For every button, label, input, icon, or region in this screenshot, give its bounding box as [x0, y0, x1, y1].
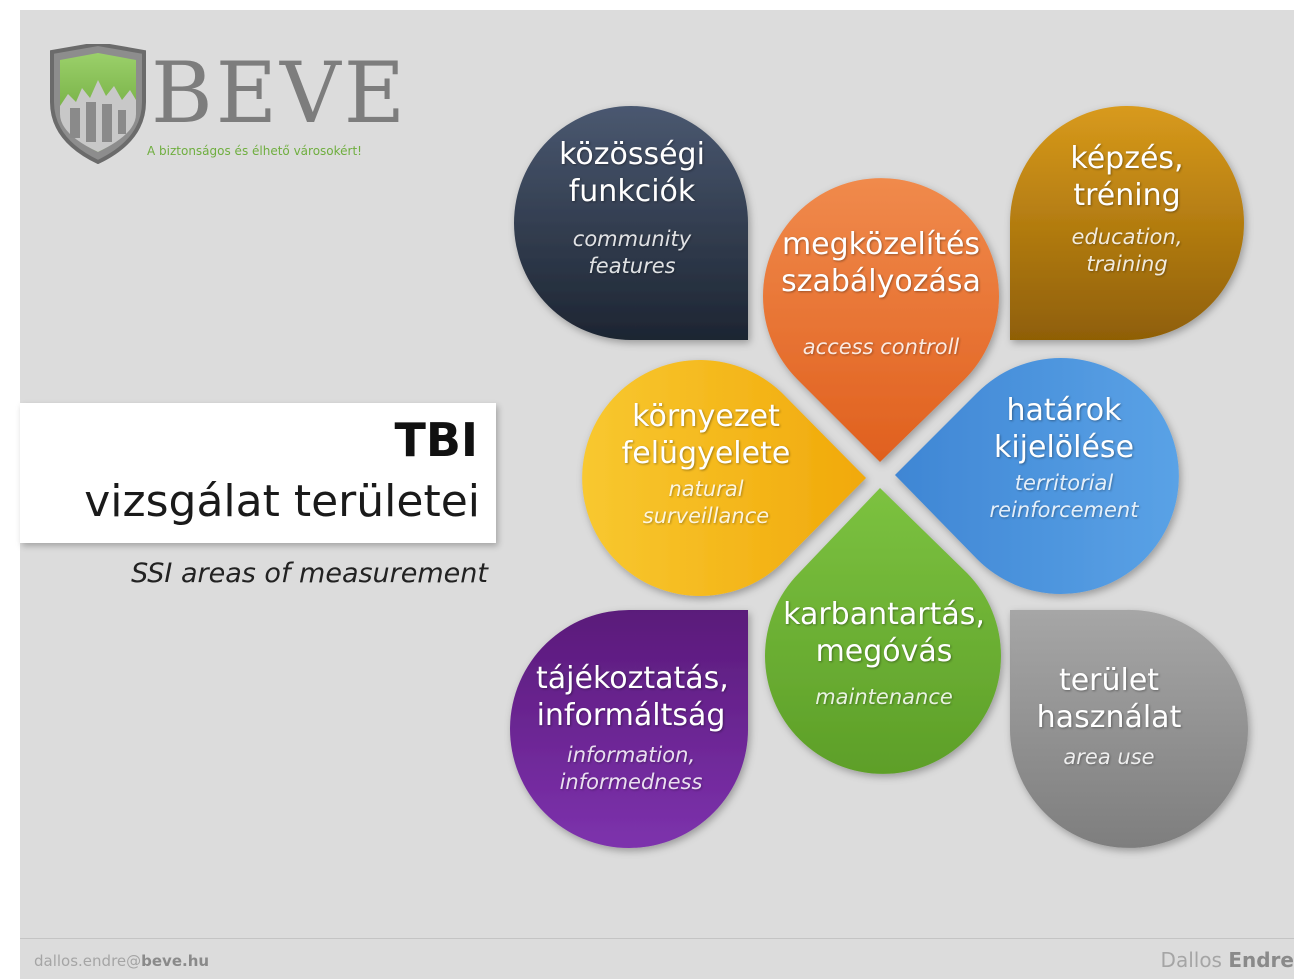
petal-hu-line: informáltság [536, 698, 726, 733]
petal-shape-surveillance [582, 360, 866, 596]
petal-shape-territorial [895, 358, 1179, 594]
petal-en-line: community [572, 227, 692, 251]
petal-hu-line: szabályozása [781, 264, 981, 299]
petal-hu-line: használat [1036, 700, 1182, 735]
petal-hu-line: tréning [1073, 178, 1181, 213]
petal-en-line: training [1086, 252, 1168, 276]
footer-email[interactable]: dallos.endre@beve.hu [34, 952, 209, 970]
footer-email-user: dallos.endre@ [34, 952, 142, 970]
petal-shape-information [510, 609, 749, 848]
petal-shape-access [763, 178, 999, 462]
shield-icon [50, 44, 146, 164]
petal-hu-line: karbantartás, [783, 597, 985, 632]
petal-hu-line: környezet [632, 399, 780, 434]
petal-hu-line: terület [1058, 663, 1160, 698]
petal-hu-line: tájékoztatás, [536, 661, 729, 696]
footer-divider [20, 938, 1294, 939]
footer-author-last: Endre [1228, 948, 1294, 972]
petal-hu-line: felügyelete [621, 436, 791, 471]
logo-tagline: A biztonságos és élhető városokért! [147, 144, 362, 158]
logo-wordmark: BEVE [151, 44, 409, 142]
title-main: TBI [394, 413, 478, 467]
petal-hu-line: kijelölése [993, 430, 1135, 465]
petal-access: megközelítés szabályozása access control… [776, 226, 986, 361]
petal-maintenance: karbantartás, megóvás maintenance [776, 596, 992, 711]
footer-author: Dallos Endre [1161, 948, 1294, 972]
petal-community: közösségi funkciók community features [548, 136, 716, 280]
petal-en-line: education, [1071, 225, 1183, 249]
title-subtitle: vizsgálat területei [84, 476, 480, 527]
petal-education: képzés, tréning education, training [1048, 140, 1206, 278]
petal-hu-line: képzés, [1070, 141, 1184, 176]
petal-en-line: information, [566, 743, 696, 767]
petal-hu-line: megóvás [815, 634, 953, 669]
petal-shape-area-use [1009, 609, 1248, 848]
petal-shape-maintenance [765, 488, 1001, 774]
petal-hu-line: közösségi [559, 137, 705, 172]
petal-en-line: surveillance [642, 504, 770, 528]
footer-author-first: Dallos [1160, 948, 1229, 972]
petal-surveillance: környezet felügyelete natural surveillan… [616, 398, 796, 530]
petal-information: tájékoztatás, informáltság information, … [536, 660, 729, 796]
petal-shape-education [1009, 106, 1244, 340]
petal-en-line: territorial [1014, 471, 1114, 495]
petal-hu-line: megközelítés [781, 227, 981, 262]
petal-hu-line: funkciók [568, 174, 696, 209]
petal-en-line: maintenance [815, 685, 953, 709]
petal-en-line: features [588, 254, 676, 278]
petal-territorial: határok kijelölése territorial reinforce… [970, 392, 1158, 524]
petal-en-line: natural [668, 477, 744, 501]
petal-en-line: informedness [559, 770, 703, 794]
petal-hu-line: határok [1006, 393, 1122, 428]
beve-logo: BEVE A biztonságos és élhető városokért! [48, 44, 448, 174]
title-box: TBI vizsgálat területei [20, 403, 496, 543]
petal-area-use: terület használat area use [1030, 662, 1188, 771]
petal-en-line: access controll [802, 335, 960, 359]
petal-shape-community [514, 106, 749, 341]
footer-email-domain: beve.hu [141, 952, 210, 970]
title-english: SSI areas of measurement [131, 558, 488, 589]
petal-en-line: reinforcement [989, 498, 1139, 522]
petal-en-line: area use [1063, 745, 1155, 769]
